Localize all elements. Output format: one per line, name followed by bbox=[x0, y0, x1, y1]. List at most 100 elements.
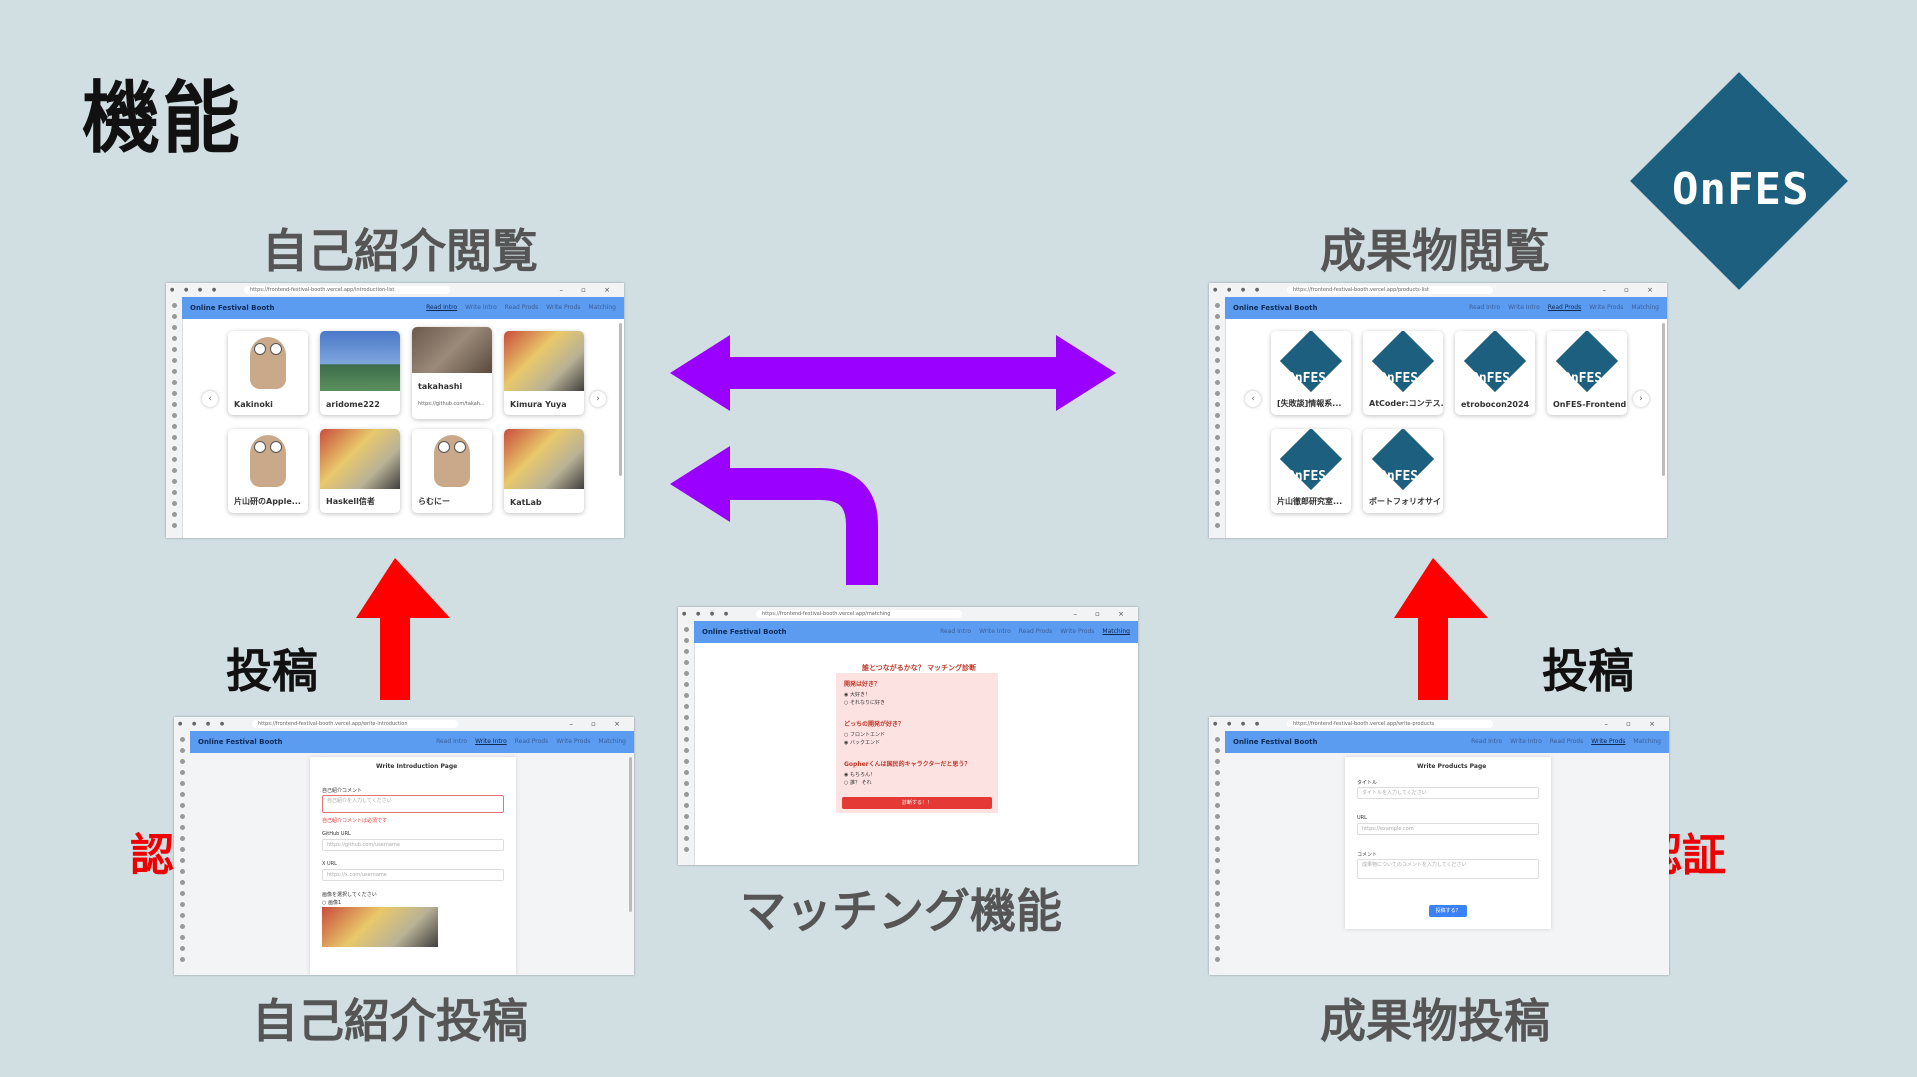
browser-sidebar bbox=[1209, 297, 1226, 538]
page-title: 機能 bbox=[82, 74, 243, 164]
window-intro-list: ● ● ● ●https://frontend-festival-booth.v… bbox=[166, 283, 624, 538]
nav-read-intro[interactable]: Read Intro bbox=[1469, 304, 1501, 311]
scrollbar[interactable] bbox=[629, 757, 632, 912]
form-title: Write Introduction Page bbox=[376, 763, 458, 770]
nav-write-prods[interactable]: Write Prods bbox=[546, 304, 581, 311]
nav-read-prods[interactable]: Read Prods bbox=[1549, 738, 1584, 745]
app-navbar: Online Festival Booth Read Intro Write In… bbox=[182, 297, 624, 319]
nav-write-intro[interactable]: Write Intro bbox=[1508, 304, 1540, 311]
nav-matching[interactable]: Matching bbox=[1633, 738, 1661, 745]
app-navbar: Online Festival Booth Read Intro Write In… bbox=[694, 621, 1138, 643]
intro-card[interactable]: Kimura Yuya bbox=[504, 331, 584, 415]
app-brand[interactable]: Online Festival Booth bbox=[1233, 304, 1318, 312]
nav-read-intro[interactable]: Read Intro bbox=[436, 738, 468, 745]
intro-card[interactable]: 片山研のApple... bbox=[228, 429, 308, 513]
comment-input[interactable]: 自己紹介を入力してください bbox=[322, 795, 504, 813]
app-brand[interactable]: Online Festival Booth bbox=[702, 628, 787, 636]
nav-read-prods[interactable]: Read Prods bbox=[1018, 628, 1053, 635]
scrollbar[interactable] bbox=[619, 323, 622, 476]
app-brand[interactable]: Online Festival Booth bbox=[1233, 738, 1318, 746]
app-brand[interactable]: Online Festival Booth bbox=[190, 304, 275, 312]
nav-write-prods[interactable]: Write Prods bbox=[1591, 738, 1626, 745]
nav-write-intro[interactable]: Write Intro bbox=[475, 738, 507, 745]
intro-card[interactable]: らむにー bbox=[412, 429, 492, 513]
nav-write-intro[interactable]: Write Intro bbox=[1510, 738, 1542, 745]
question-3: Gopherくんは国民的キャラクターだと思う？ bbox=[844, 761, 971, 768]
label-matching: マッチング機能 bbox=[740, 884, 1062, 938]
q1-option-2[interactable]: ○ それなりに好き bbox=[844, 700, 885, 706]
intro-card[interactable]: takahashi https://github.com/takah... bbox=[412, 327, 492, 419]
q3-option-1[interactable]: ◉ もちろん！ bbox=[844, 772, 875, 778]
q1-option-1[interactable]: ◉ 大好き！ bbox=[844, 692, 870, 698]
app-brand[interactable]: Online Festival Booth bbox=[198, 738, 283, 746]
github-label: GitHub URL bbox=[322, 831, 351, 837]
nav-read-prods[interactable]: Read Prods bbox=[504, 304, 539, 311]
nav-read-prods[interactable]: Read Prods bbox=[1547, 304, 1582, 311]
q3-option-2[interactable]: ○ 誰？ それ bbox=[844, 780, 872, 786]
product-card[interactable]: OnFES[失敗談]情報系... bbox=[1271, 331, 1351, 415]
q2-option-1[interactable]: ○ フロントエンド bbox=[844, 732, 885, 738]
x-input[interactable]: https://x.com/username bbox=[322, 869, 504, 881]
write-intro-form: Write Introduction Page 自己紹介コメント 自己紹介を入力… bbox=[310, 757, 516, 975]
nav-read-intro[interactable]: Read Intro bbox=[940, 628, 972, 635]
nav-write-intro[interactable]: Write Intro bbox=[465, 304, 497, 311]
intro-card[interactable]: Kakinoki bbox=[228, 331, 308, 415]
title-input[interactable]: タイトルを入力してください bbox=[1357, 787, 1539, 799]
logo-text: OnFES bbox=[1672, 164, 1810, 215]
comment-input[interactable]: 成果物についてのコメントを入力してください bbox=[1357, 859, 1539, 879]
intro-card[interactable]: KatLab bbox=[504, 429, 584, 513]
question-1: 開発は好き？ bbox=[844, 681, 881, 688]
carousel-next-button[interactable]: › bbox=[590, 391, 606, 407]
purple-curved-arrowhead bbox=[670, 446, 730, 522]
nav-matching[interactable]: Matching bbox=[1631, 304, 1659, 311]
purple-double-arrow bbox=[670, 335, 1116, 411]
nav-read-intro[interactable]: Read Intro bbox=[1471, 738, 1503, 745]
nav-write-prods[interactable]: Write Prods bbox=[556, 738, 591, 745]
carousel-next-button[interactable]: › bbox=[1633, 391, 1649, 407]
question-2: どっちの開発が好き？ bbox=[844, 721, 905, 728]
nav-write-prods[interactable]: Write Prods bbox=[1589, 304, 1624, 311]
app-navbar: Online Festival Booth Read Intro Write In… bbox=[1225, 731, 1669, 753]
form-title: Write Products Page bbox=[1417, 763, 1487, 770]
matching-heading: 誰とつながるかな？ マッチング診断 bbox=[862, 664, 977, 672]
comment-label: コメント bbox=[1357, 852, 1378, 858]
browser-sidebar bbox=[678, 621, 695, 865]
window-write-intro: ● ● ● ●https://frontend-festival-booth.v… bbox=[174, 717, 634, 975]
purple-curved-arrow bbox=[730, 468, 878, 585]
window-matching: ● ● ● ●https://frontend-festival-booth.v… bbox=[678, 607, 1138, 865]
browser-sidebar bbox=[166, 297, 183, 538]
matching-submit-button[interactable]: 診断する！！ bbox=[842, 797, 992, 809]
label-intro-view: 自己紹介閲覧 bbox=[262, 224, 538, 278]
intro-card[interactable]: aridome222 bbox=[320, 331, 400, 415]
intro-card[interactable]: Haskell信者 bbox=[320, 429, 400, 513]
nav-read-intro[interactable]: Read Intro bbox=[426, 304, 458, 311]
nav-matching[interactable]: Matching bbox=[1102, 628, 1130, 635]
nav-read-prods[interactable]: Read Prods bbox=[514, 738, 549, 745]
url-input[interactable]: https://example.com bbox=[1357, 823, 1539, 835]
nav-matching[interactable]: Matching bbox=[598, 738, 626, 745]
scrollbar[interactable] bbox=[1662, 323, 1665, 476]
nav-matching[interactable]: Matching bbox=[588, 304, 616, 311]
app-navbar: Online Festival Booth Read Intro Write In… bbox=[1225, 297, 1667, 319]
q2-option-2[interactable]: ◉ バックエンド bbox=[844, 740, 880, 746]
red-arrow-right bbox=[1394, 558, 1488, 700]
carousel-prev-button[interactable]: ‹ bbox=[202, 391, 218, 407]
submit-button[interactable]: 投稿する？ bbox=[1429, 905, 1467, 917]
nav-write-prods[interactable]: Write Prods bbox=[1060, 628, 1095, 635]
x-label: X URL bbox=[322, 861, 337, 867]
image-option-radio[interactable]: ○ 画像1 bbox=[322, 900, 342, 906]
image-preview[interactable] bbox=[322, 907, 438, 947]
window-write-products: ● ● ● ●https://frontend-festival-booth.v… bbox=[1209, 717, 1669, 975]
label-products-view: 成果物閲覧 bbox=[1320, 224, 1550, 278]
github-input[interactable]: https://github.com/username bbox=[322, 839, 504, 851]
nav-write-intro[interactable]: Write Intro bbox=[979, 628, 1011, 635]
window-products-list: ● ● ● ●https://frontend-festival-booth.v… bbox=[1209, 283, 1667, 538]
browser-sidebar bbox=[1209, 731, 1226, 975]
matching-quiz: 開発は好き？ ◉ 大好き！ ○ それなりに好き どっちの開発が好き？ ○ フロン… bbox=[836, 673, 998, 813]
carousel-prev-button[interactable]: ‹ bbox=[1245, 391, 1261, 407]
